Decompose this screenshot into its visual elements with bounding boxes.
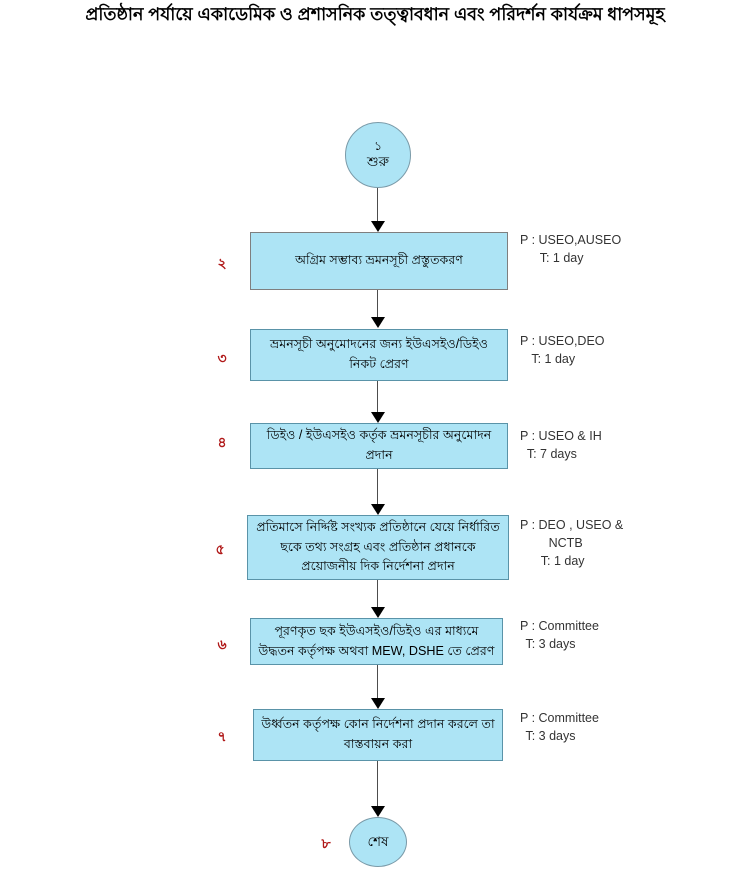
step-number-8: ৮ <box>321 835 331 851</box>
step-6-text: পূরণকৃত ছক ইউএসইও/ডিইও এর মাধ্যমে উদ্ধতন… <box>258 623 495 658</box>
annotation-person-7: P : Committee <box>520 711 599 725</box>
step-7-text: উর্ধ্বতন কর্তৃপক্ষ কোন নির্দেশনা প্রদান … <box>261 717 495 751</box>
annotation-person-3: P : USEO,DEO <box>520 334 605 348</box>
step-number-2: ২ <box>217 255 227 271</box>
step-3-text: ভ্রমনসূচী অনুমোদনের জন্য ইউএসইও/ডিইও নিক… <box>270 337 488 371</box>
step-number-7: ৭ <box>217 728 227 744</box>
connector-line-7 <box>377 761 378 806</box>
arrowhead-7 <box>371 806 385 817</box>
step-5-text: প্রতিমাসে নির্দ্দিষ্ট সংখ্যক প্রতিষ্ঠানে… <box>256 520 500 574</box>
step-4-text: ডিইও / ইউএসইও কর্তৃক ভ্রমনসূচীর অনুমোদন … <box>266 428 492 462</box>
start-node-number: ১ <box>373 138 383 153</box>
flow-node-step-3[interactable]: ভ্রমনসূচী অনুমোদনের জন্য ইউএসইও/ডিইও নিক… <box>250 329 508 381</box>
annotation-person-6: P : Committee <box>520 619 599 633</box>
connector-line-2 <box>377 290 378 317</box>
step-number-3: ৩ <box>217 350 227 366</box>
flow-node-end[interactable]: শেষ <box>349 817 407 867</box>
annotation-person-cont-5: NCTB <box>548 536 583 551</box>
connector-line-1 <box>377 188 378 221</box>
flow-node-step-5[interactable]: প্রতিমাসে নির্দ্দিষ্ট সংখ্যক প্রতিষ্ঠানে… <box>247 515 509 580</box>
annotation-step-6: P : Committee T: 3 days <box>520 617 599 653</box>
end-node-label: শেষ <box>367 833 389 849</box>
connector-line-5 <box>377 580 378 607</box>
arrowhead-6 <box>371 698 385 709</box>
annotation-time-2: T: 1 day <box>539 251 584 266</box>
annotation-time-7: T: 3 days <box>525 729 576 744</box>
page-title: প্রতিষ্ঠান পর্যায়ে একাডেমিক ও প্রশাসনিক… <box>85 4 665 24</box>
annotation-time-5: T: 1 day <box>540 554 585 569</box>
flow-node-step-2[interactable]: অগ্রিম সম্ভাব্য ভ্রমনসূচী প্রস্তুতকরণ <box>250 232 508 290</box>
annotation-step-7: P : Committee T: 3 days <box>520 709 599 745</box>
connector-line-3 <box>377 381 378 412</box>
arrowhead-1 <box>371 221 385 232</box>
step-number-6: ৬ <box>217 636 227 652</box>
annotation-person-2: P : USEO,AUSEO <box>520 233 622 247</box>
annotation-time-4: T: 7 days <box>526 447 577 462</box>
annotation-time-3: T: 1 day <box>531 352 576 367</box>
flow-node-step-6[interactable]: পূরণকৃত ছক ইউএসইও/ডিইও এর মাধ্যমে উদ্ধতন… <box>250 618 503 665</box>
connector-line-4 <box>377 469 378 504</box>
arrowhead-4 <box>371 504 385 515</box>
step-number-4: ৪ <box>217 434 227 450</box>
flow-node-step-7[interactable]: উর্ধ্বতন কর্তৃপক্ষ কোন নির্দেশনা প্রদান … <box>253 709 503 761</box>
step-2-text: অগ্রিম সম্ভাব্য ভ্রমনসূচী প্রস্তুতকরণ <box>295 253 463 268</box>
annotation-step-4: P : USEO & IH T: 7 days <box>520 427 602 463</box>
arrowhead-5 <box>371 607 385 618</box>
connector-line-6 <box>377 665 378 698</box>
step-number-5: ৫ <box>215 541 225 557</box>
flow-node-step-4[interactable]: ডিইও / ইউএসইও কর্তৃক ভ্রমনসূচীর অনুমোদন … <box>250 423 508 469</box>
flow-node-start[interactable]: ১ শুরু <box>345 122 411 188</box>
annotation-time-6: T: 3 days <box>525 637 576 652</box>
arrowhead-3 <box>371 412 385 423</box>
annotation-step-3: P : USEO,DEO T: 1 day <box>520 332 605 368</box>
annotation-step-2: P : USEO,AUSEO T: 1 day <box>520 231 621 267</box>
start-node-label: শুরু <box>367 154 389 170</box>
annotation-step-5: P : DEO , USEO & NCTB T: 1 day <box>520 516 623 570</box>
annotation-person-5: P : DEO , USEO & <box>520 518 624 532</box>
arrowhead-2 <box>371 317 385 328</box>
annotation-person-4: P : USEO & IH <box>520 429 602 443</box>
